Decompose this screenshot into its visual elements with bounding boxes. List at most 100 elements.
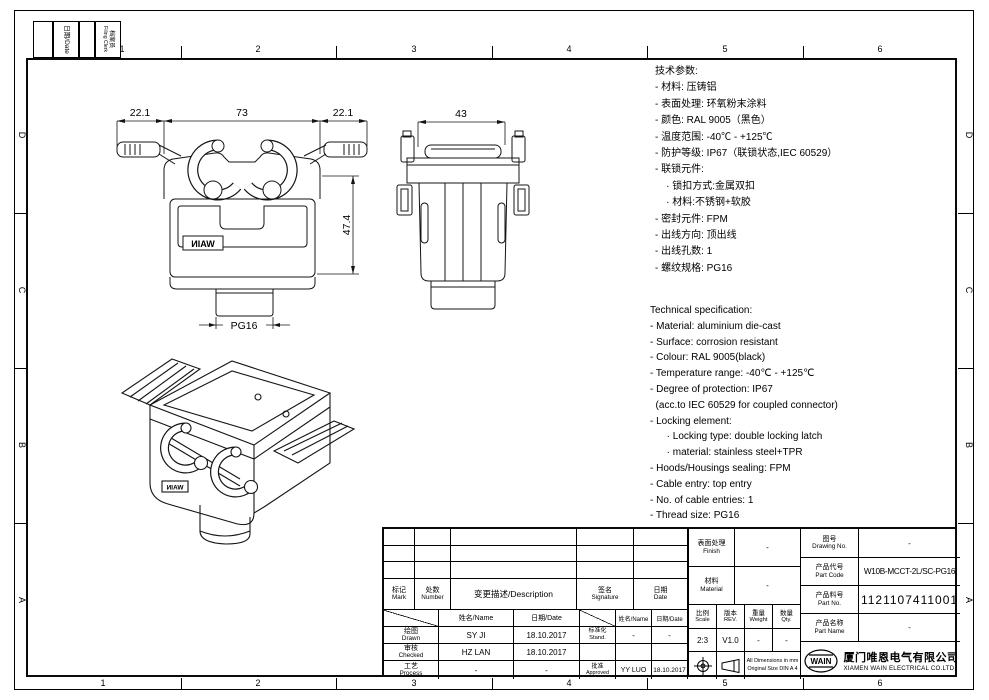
drawing-no-cn: 图号: [822, 535, 837, 543]
rev-en: REV.: [724, 616, 737, 623]
spec-cn-line: - 防护等级: IP67（联锁状态,IEC 60529）: [655, 148, 838, 160]
mark-en: Mark: [392, 594, 406, 602]
checked-date: 18.10.2017: [514, 644, 580, 661]
rev-value: V1.0: [717, 629, 745, 652]
qty-value: -: [773, 629, 801, 652]
zone-left-a: A: [17, 596, 27, 603]
scale-value: 2:3: [689, 629, 717, 652]
part-name-value: -: [859, 614, 960, 642]
rev-empty-cell: [384, 529, 415, 546]
date-cn: 日期: [653, 586, 668, 594]
zone-bottom-2: 2: [255, 678, 261, 688]
zone-bottom-6: 6: [877, 678, 883, 688]
zone-right-a: A: [964, 596, 974, 603]
filing-date-label: 日期/Date: [62, 25, 70, 54]
weight-en: Weight: [749, 616, 768, 623]
note-line-2: Original Size DIN A 4: [747, 665, 798, 672]
spec-en-line: - Thread size: PG16: [650, 510, 740, 522]
spec-en-line: (acc.to IEC 60529 for coupled connector): [650, 399, 838, 411]
wain-logo-icon: WAIN: [803, 648, 838, 673]
part-no-en: Part No.: [817, 599, 842, 607]
note-line-1: All Dimensions in mm: [746, 658, 799, 665]
rev-empty-cell: [415, 546, 451, 562]
spec-cn-line: - 表面处理: 环氧粉末涂料: [655, 98, 767, 110]
rev-empty-cell: [384, 562, 415, 579]
zone-bottom-5: 5: [722, 678, 728, 688]
spec-en-line: - Locking element:: [650, 415, 732, 427]
wain-logo-text: WAIN: [810, 657, 831, 666]
part-code-cn: 产品代号: [815, 564, 844, 572]
filing-box-empty-2: [79, 21, 95, 58]
drawing-no-value: -: [859, 529, 960, 558]
spec-en-line: - Temperature range: -40℃ - +125℃: [650, 368, 815, 380]
zone-left-b: B: [17, 441, 27, 448]
checked-cn: 审核: [403, 644, 418, 652]
zone-top-4: 4: [566, 44, 572, 54]
approved-date: 18.10.2017: [652, 661, 688, 679]
approved-cn: 批准: [591, 663, 604, 670]
zone-tick: [647, 678, 648, 690]
zone-left-c: C: [17, 286, 27, 294]
spec-cn-line: - 出线孔数: 1: [655, 246, 713, 258]
mark-cn: 标记: [392, 586, 406, 594]
rev-empty-cell: [577, 529, 634, 546]
signoff-diag-cell: [384, 610, 439, 627]
drawn-name: SY JI: [439, 627, 514, 644]
side-dim-width: 43: [455, 108, 467, 120]
filing-box-date: 日期/Date: [53, 21, 79, 58]
zone-tick: [14, 523, 26, 524]
spec-cn-line: · 锁扣方式:金属双扣: [655, 180, 755, 192]
zone-tick: [336, 46, 337, 58]
spec-en-line: - Material: aluminium die-cast: [650, 320, 781, 332]
signoff-empty-date: [652, 644, 688, 661]
spec-cn-line: - 联锁元件:: [655, 164, 704, 176]
specs-cn-title: 技术参数:: [655, 66, 698, 77]
drawn-en: Drawn: [401, 635, 421, 643]
scale-cn: 比例: [695, 609, 709, 617]
scale-en: Scale: [695, 616, 710, 623]
cone-symbol-cell: [717, 652, 745, 679]
zone-tick: [647, 46, 648, 58]
rev-empty-cell: [415, 529, 451, 546]
process-en: Process: [399, 670, 423, 678]
stand-date: -: [652, 627, 688, 644]
process-cn: 工艺: [404, 662, 418, 670]
spec-cn-line: - 密封元件: FPM: [655, 213, 728, 225]
spec-en-line: - Hoods/Housings sealing: FPM: [650, 462, 791, 474]
stand-name: -: [616, 627, 652, 644]
signoff-empty-label: [580, 644, 616, 661]
process-date: -: [514, 661, 580, 679]
front-dim-right: 22.1: [333, 107, 354, 119]
rev-empty-cell: [451, 546, 577, 562]
checked-name: HZ LAN: [439, 644, 514, 661]
drawn-date: 18.10.2017: [514, 627, 580, 644]
iso-wain-logo-mirrored: WAIN: [166, 485, 183, 492]
front-dim-thread: PG16: [231, 320, 258, 332]
spec-en-line: · Locking type: double locking latch: [650, 431, 823, 443]
spec-cn-line: · 材料:不锈钢+软胶: [655, 197, 751, 209]
company-name-en: XIAMEN WAIN ELECTRICAL CO.LTD: [843, 665, 955, 672]
finish-value: -: [735, 529, 801, 567]
company-cell: WAIN 厦门唯恩电气有限公司 XIAMEN WAIN ELECTRICAL C…: [801, 642, 960, 679]
approved-en: Approved: [585, 670, 610, 677]
projection-symbol-cell: [689, 652, 717, 679]
sheet-outer-border: [14, 10, 974, 690]
zone-tick: [958, 523, 974, 524]
spec-en-line: - Cable entry: top entry: [650, 478, 752, 490]
zone-tick: [958, 368, 974, 369]
